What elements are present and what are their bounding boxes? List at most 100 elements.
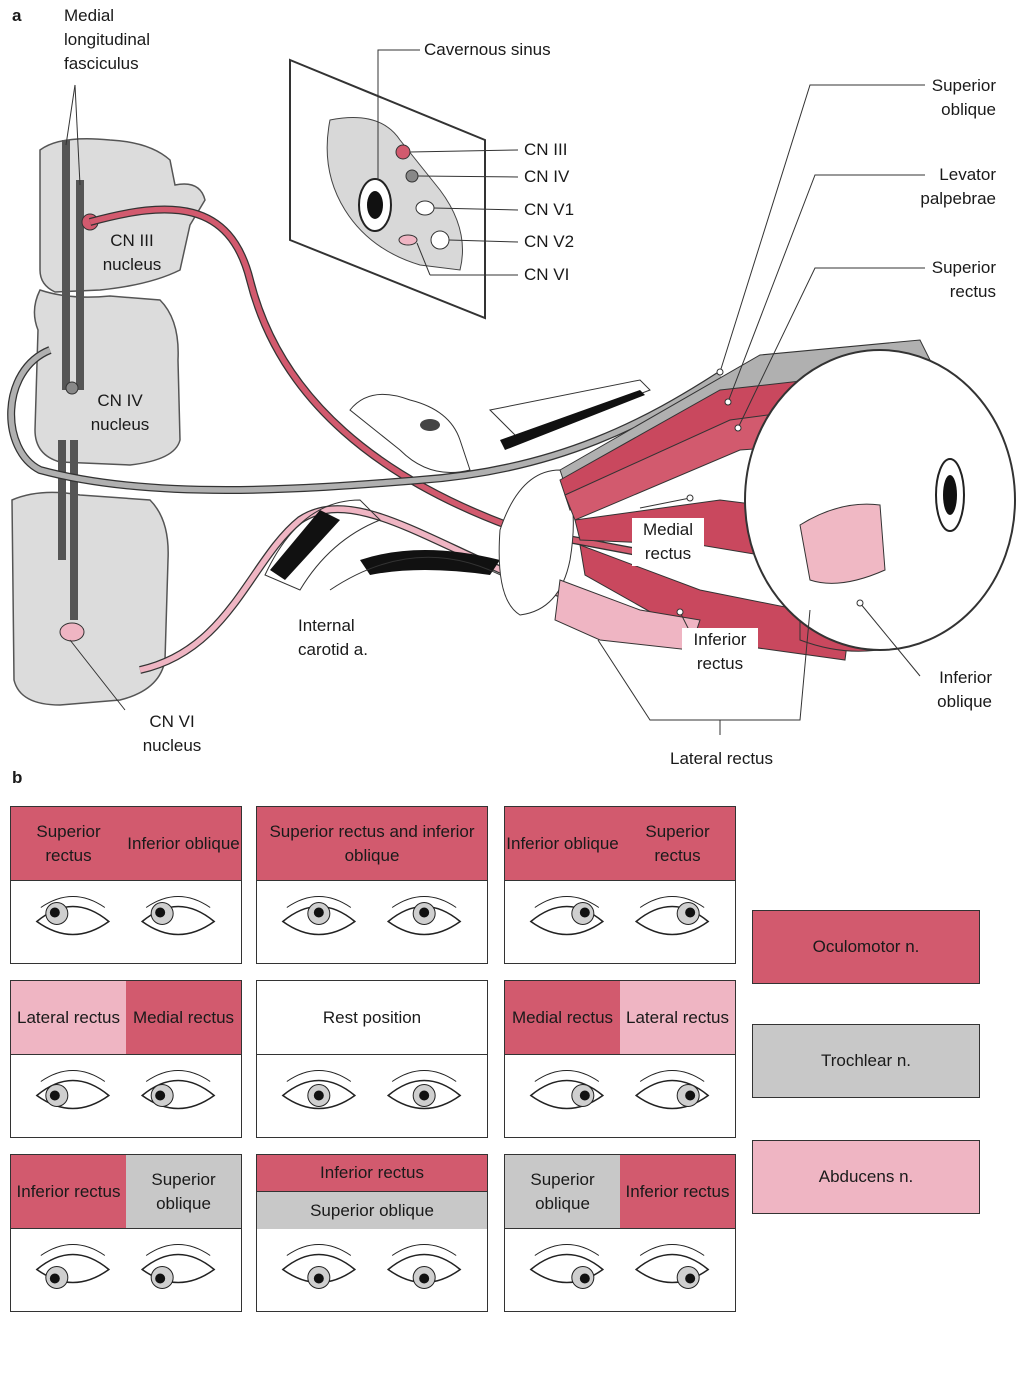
eye-pair-drawing [281, 1070, 462, 1110]
gaze-box-up: Superior rectus and inferior oblique [256, 806, 488, 964]
gaze-muscle-label: Rest position [257, 981, 487, 1054]
left-eye-icon [634, 896, 710, 936]
label-cn5-2: CN V2 [524, 232, 575, 251]
label-internal-carotid: Internal carotid a. [298, 616, 368, 659]
left-eye-icon [634, 1070, 710, 1110]
gaze-muscle-label: Lateral rectus [620, 981, 735, 1054]
gaze-muscle-label: Medial rectus [505, 981, 620, 1054]
right-eye-icon [281, 1244, 357, 1289]
eye-pair-drawing [35, 896, 216, 936]
right-eye-icon [35, 896, 111, 936]
brainstem [11, 138, 206, 706]
left-eye-icon [140, 896, 216, 936]
label-inferior-oblique: Inferior oblique [937, 668, 992, 711]
label-cavernous-sinus: Cavernous sinus [424, 40, 551, 59]
label-medial-rectus: Medial rectus [632, 518, 704, 566]
right-eye-icon [529, 1070, 605, 1110]
eye-pair-drawing [281, 896, 462, 936]
medial-longitudinal-fasciculus-rods [58, 84, 84, 620]
right-eye-icon [529, 896, 605, 936]
label-cn4: CN IV [524, 167, 570, 186]
gaze-muscle-label: Superior rectus [620, 807, 735, 880]
eye-pair-drawing [35, 1070, 216, 1110]
carotid-and-bone [264, 379, 651, 591]
panel-b-letter: b [12, 768, 23, 787]
right-eye-icon [35, 1244, 111, 1289]
gaze-muscle-label: Superior oblique [126, 1155, 241, 1228]
eye-pair-drawing [529, 896, 710, 936]
right-eye-icon [35, 1070, 111, 1110]
label-levator-palpebrae: Levator palpebrae [920, 165, 996, 208]
label-superior-oblique: Superior oblique [931, 76, 996, 119]
eye-pair-drawing [529, 1244, 710, 1289]
gaze-muscle-label: Inferior oblique [126, 807, 241, 880]
legend-trochlear-label: Trochlear n. [820, 1051, 912, 1070]
legend-abducens: Abducens n. [752, 1140, 980, 1214]
trochlear-nerve-path [8, 347, 722, 493]
label-cn3-nucleus: CN III nucleus [102, 231, 162, 274]
gaze-muscle-label: Superior rectus [11, 807, 126, 880]
label-superior-rectus: Superior rectus [931, 258, 996, 301]
muscle-insertion-dots [676, 368, 864, 616]
cranial-nerve-anatomy-illustration [7, 49, 1016, 735]
label-cn4-nucleus: CN IV nucleus [90, 391, 150, 434]
gaze-muscle-label: Medial rectus [126, 981, 241, 1054]
gaze-muscle-label: Superior oblique [257, 1192, 487, 1229]
gaze-muscle-label: Superior rectus and inferior oblique [257, 807, 487, 880]
gaze-muscle-label: Inferior rectus [257, 1155, 487, 1192]
legend-abducens-label: Abducens n. [818, 1167, 914, 1186]
eye-pair-drawing [529, 1070, 710, 1110]
leader-lines [69, 84, 925, 735]
panel-a-letter: a [12, 6, 22, 25]
right-eye-icon [281, 1070, 357, 1110]
label-cn3: CN III [524, 140, 568, 159]
left-eye-icon [140, 1244, 216, 1289]
left-eye-icon [634, 1244, 710, 1289]
label-cn6: CN VI [524, 265, 570, 284]
gaze-muscle-label: Inferior rectus [620, 1155, 735, 1228]
gaze-box-rest: Rest position [256, 980, 488, 1138]
oculomotor-nerve-path [89, 206, 681, 563]
cn6-nucleus-dot [59, 622, 85, 642]
gaze-muscle-label: Superior oblique [505, 1155, 620, 1228]
label-inferior-rectus: Inferior rectus [682, 628, 758, 676]
eye-pair-drawing [281, 1244, 462, 1289]
eyeball [744, 349, 1016, 651]
gaze-header: Superior rectus and inferior oblique [257, 807, 487, 881]
right-eye-icon [529, 1244, 605, 1289]
annulus-of-zinn [498, 469, 574, 616]
legend-oculomotor-label: Oculomotor n. [812, 937, 920, 956]
label-medial-longitudinal-fasciculus: Medial longitudinal fasciculus [64, 6, 151, 73]
gaze-muscle-label: Inferior oblique [505, 807, 620, 880]
cn4-nucleus-dot [65, 381, 79, 395]
eye-pair-drawing [35, 1244, 216, 1289]
left-eye-icon [386, 1244, 462, 1289]
label-lateral-rectus: Lateral rectus [670, 749, 773, 768]
gaze-muscle-label: Inferior rectus [11, 1155, 126, 1228]
left-eye-icon [386, 1070, 462, 1110]
gaze-muscle-label: Lateral rectus [11, 981, 126, 1054]
left-eye-icon [140, 1070, 216, 1110]
label-cn5-1: CN V1 [524, 200, 575, 219]
gaze-header: Rest position [257, 981, 487, 1055]
left-eye-icon [386, 896, 462, 936]
cavernous-sinus-section [289, 49, 519, 320]
legend-oculomotor: Oculomotor n. [752, 910, 980, 984]
label-cn6-nucleus: CN VI nucleus [142, 712, 202, 755]
right-eye-icon [281, 896, 357, 936]
legend-trochlear: Trochlear n. [752, 1024, 980, 1098]
